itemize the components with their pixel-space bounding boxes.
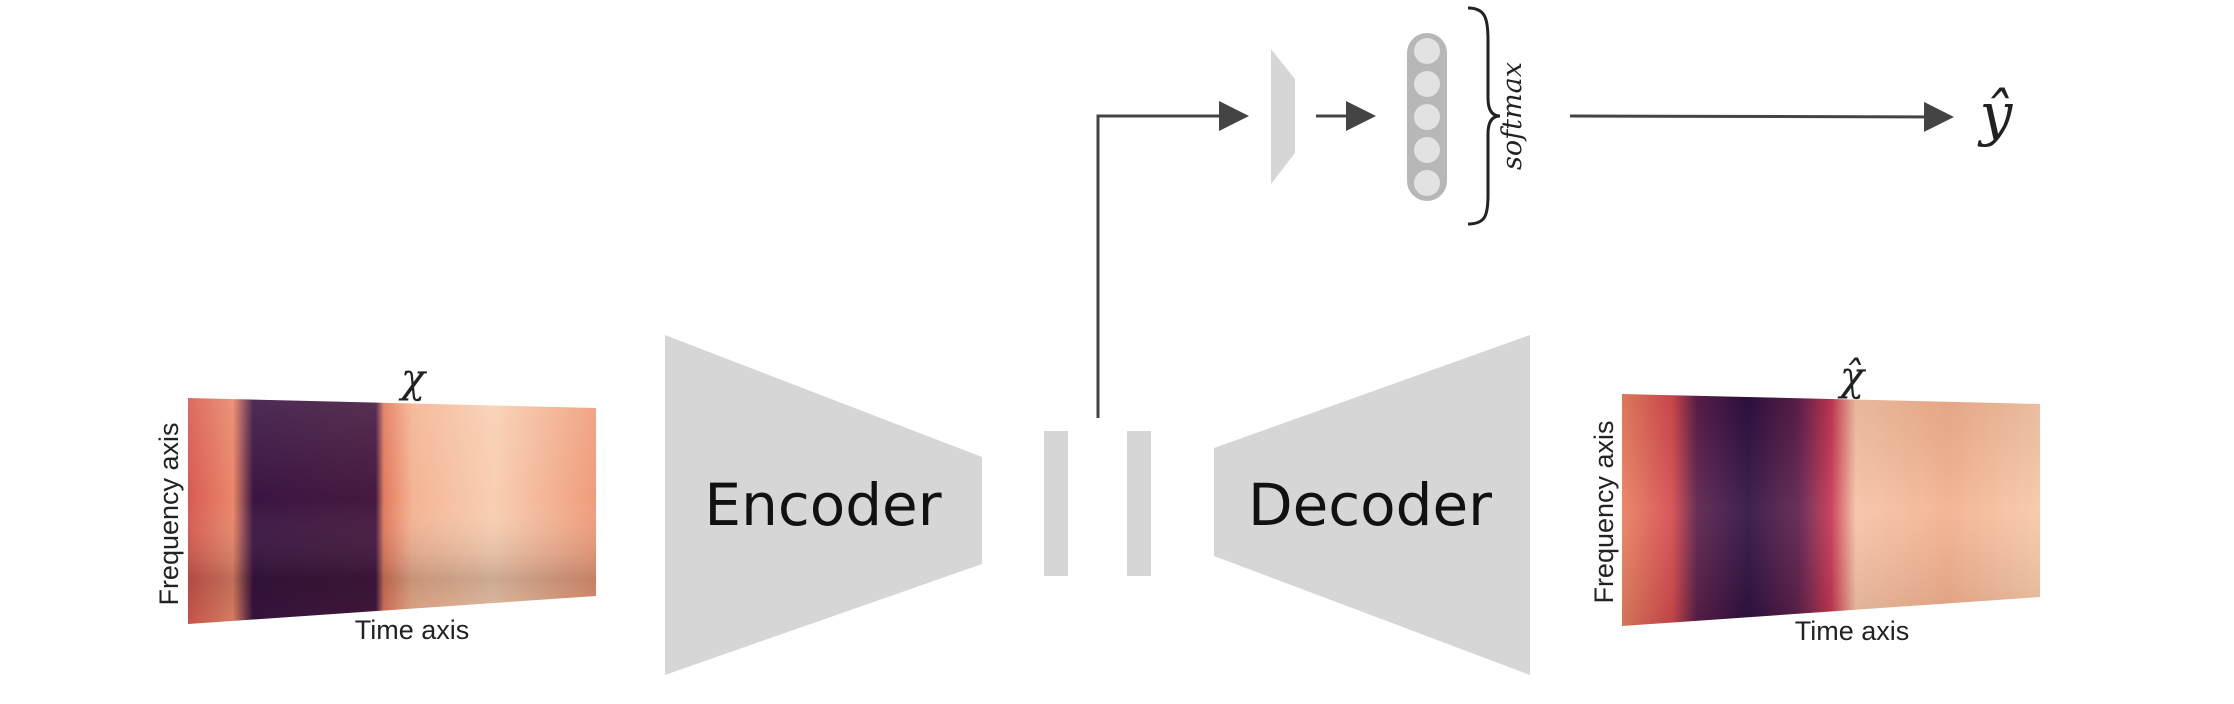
output-symbol: χ̂ <box>1837 354 1867 400</box>
input-spectrogram: χ Frequency axis Time axis <box>154 356 596 645</box>
latent-bar-left <box>1044 431 1068 576</box>
input-symbol: χ <box>398 356 428 402</box>
decoder-block: Decoder <box>1214 335 1530 675</box>
output-spectrogram: χ̂ Frequency axis Time axis <box>1589 354 2040 646</box>
encoder-label: Encoder <box>704 471 941 539</box>
neuron-3 <box>1414 104 1440 130</box>
encoder-block: Encoder <box>665 335 982 675</box>
prediction-symbol: ŷ <box>1977 80 2014 148</box>
decoder-label: Decoder <box>1248 471 1492 539</box>
neuron-5 <box>1414 170 1440 196</box>
classifier-dense-layer <box>1271 49 1295 184</box>
encoder-shape <box>665 335 982 675</box>
softmax-to-output-arrow <box>1569 101 1954 132</box>
output-x-axis-label: Time axis <box>1795 616 1910 646</box>
softmax-label: softmax <box>1497 62 1528 170</box>
input-y-axis-label: Frequency axis <box>154 422 184 605</box>
output-spectrogram-shading <box>1622 394 2040 626</box>
latent-bar-right <box>1127 431 1151 576</box>
latent-to-classifier-arrow <box>1096 101 1249 418</box>
neuron-2 <box>1414 71 1440 97</box>
input-x-axis-label: Time axis <box>355 615 470 645</box>
input-spectrogram-shading <box>188 398 596 624</box>
neuron-4 <box>1414 137 1440 163</box>
softmax-brace <box>1467 6 1501 226</box>
neuron-1 <box>1414 38 1440 64</box>
output-y-axis-label: Frequency axis <box>1589 420 1619 603</box>
decoder-shape <box>1214 335 1530 675</box>
softmax-neurons <box>1407 33 1447 201</box>
